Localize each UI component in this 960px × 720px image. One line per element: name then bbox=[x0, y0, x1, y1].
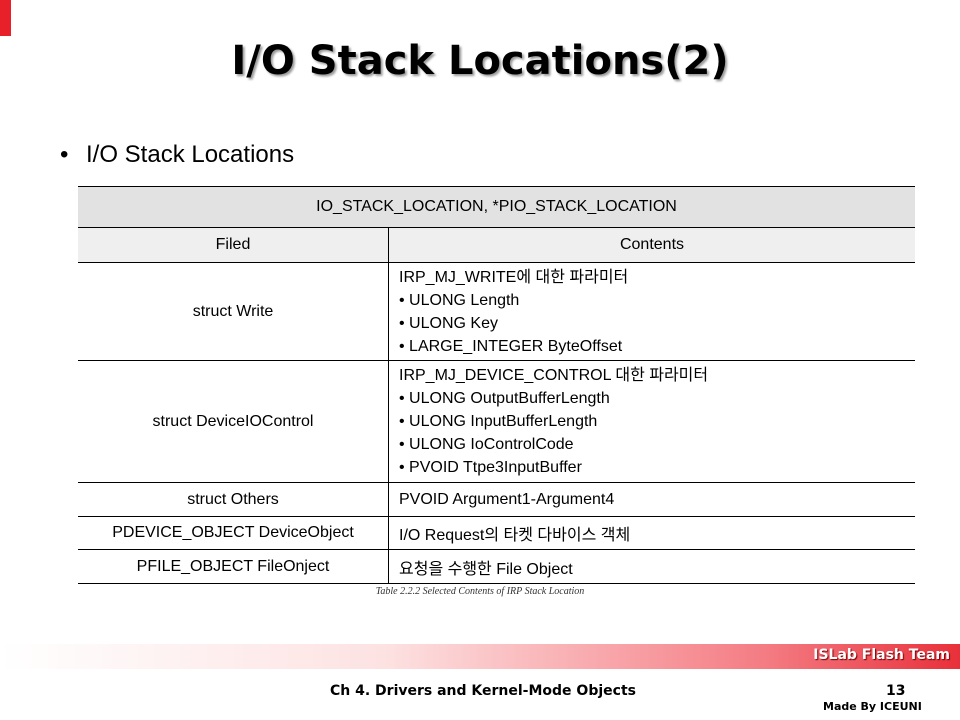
contents-cell: IRP_MJ_DEVICE_CONTROL 대한 파라미터 • ULONG Ou… bbox=[388, 360, 915, 483]
contents-cell: PVOID Argument1-Argument4 bbox=[388, 482, 915, 517]
contents-cell: I/O Request의 타켓 다바이스 객체 bbox=[388, 516, 915, 550]
table-row: PFILE_OBJECT FileOnject 요청을 수행한 File Obj… bbox=[78, 549, 915, 584]
contents-line: • ULONG OutputBufferLength bbox=[399, 390, 610, 407]
column-header-field: Filed bbox=[78, 227, 389, 263]
table-header: IO_STACK_LOCATION, *PIO_STACK_LOCATION bbox=[78, 186, 915, 228]
contents-line: IRP_MJ_DEVICE_CONTROL 대한 파라미터 bbox=[399, 367, 709, 384]
footer-gradient-band bbox=[0, 644, 960, 669]
slide-title: I/O Stack Locations(2) bbox=[231, 38, 729, 84]
table-row: PDEVICE_OBJECT DeviceObject I/O Request의… bbox=[78, 516, 915, 550]
bullet-text: I/O Stack Locations bbox=[86, 141, 295, 168]
contents-line: • ULONG Key bbox=[399, 314, 498, 332]
contents-cell: IRP_MJ_WRITE에 대한 파라미터 • ULONG Length • U… bbox=[388, 262, 915, 361]
page-number: 13 bbox=[886, 683, 906, 699]
table-caption: Table 2.2.2 Selected Contents of IRP Sta… bbox=[375, 586, 585, 597]
field-cell: PFILE_OBJECT FileOnject bbox=[78, 549, 389, 584]
contents-line: IRP_MJ_WRITE에 대한 파라미터 bbox=[399, 268, 629, 286]
contents-cell: 요청을 수행한 File Object bbox=[388, 549, 915, 584]
field-cell: struct DeviceIOControl bbox=[78, 360, 389, 483]
bullet-glyph: • bbox=[60, 141, 69, 168]
team-label: ISLab Flash Team bbox=[813, 647, 950, 663]
author-credit: Made By ICEUNI bbox=[823, 700, 922, 713]
bullet-item: • I/O Stack Locations bbox=[60, 141, 294, 169]
table-row: struct DeviceIOControl IRP_MJ_DEVICE_CON… bbox=[78, 360, 915, 483]
field-cell: struct Write bbox=[78, 262, 389, 361]
field-cell: PDEVICE_OBJECT DeviceObject bbox=[78, 516, 389, 550]
contents-line: • PVOID Ttpe3InputBuffer bbox=[399, 459, 582, 476]
corner-accent-bar bbox=[0, 0, 11, 36]
contents-line: • ULONG Length bbox=[399, 291, 520, 309]
contents-line: • ULONG InputBufferLength bbox=[399, 413, 598, 430]
table-row: struct Others PVOID Argument1-Argument4 bbox=[78, 482, 915, 517]
chapter-title: Ch 4. Drivers and Kernel-Mode Objects bbox=[330, 683, 636, 699]
field-cell: struct Others bbox=[78, 482, 389, 517]
contents-line: • LARGE_INTEGER ByteOffset bbox=[399, 337, 623, 355]
table-row: struct Write IRP_MJ_WRITE에 대한 파라미터 • ULO… bbox=[78, 262, 915, 361]
contents-line: • ULONG IoControlCode bbox=[399, 436, 574, 453]
stack-location-table: IO_STACK_LOCATION, *PIO_STACK_LOCATION F… bbox=[78, 186, 915, 584]
column-header-contents: Contents bbox=[388, 227, 915, 263]
